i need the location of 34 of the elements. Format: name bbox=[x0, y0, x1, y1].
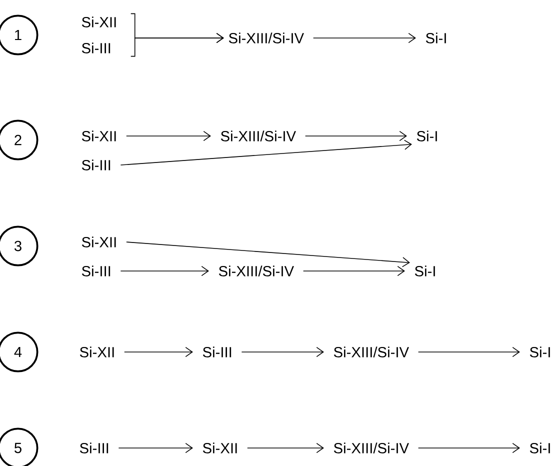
arrow bbox=[418, 346, 520, 358]
phase-label: Si-III bbox=[82, 266, 110, 276]
arrow bbox=[312, 32, 416, 44]
phase-label: Si-III bbox=[202, 346, 232, 358]
phase-label: Si-XII bbox=[202, 442, 237, 454]
arrow bbox=[418, 442, 520, 454]
phase-label: Si-XIII/Si-IV bbox=[220, 130, 296, 142]
bracket-arrow bbox=[130, 32, 224, 57]
arrow bbox=[120, 266, 209, 276]
arrow bbox=[246, 442, 324, 454]
phase-label: Si-I bbox=[426, 32, 446, 44]
phase-label: Si-I bbox=[416, 130, 437, 142]
arrow bbox=[126, 242, 410, 268]
arrow bbox=[126, 130, 211, 142]
arrow bbox=[241, 346, 324, 358]
arrow bbox=[304, 130, 407, 142]
phase-label: Si-XIII/Si-IV bbox=[334, 442, 409, 454]
phase-label: Si-XII bbox=[80, 346, 114, 358]
phase-label: Si-I bbox=[530, 442, 550, 454]
phase-label: Si-XII bbox=[82, 16, 116, 28]
phase-label: Si-XII bbox=[82, 236, 116, 248]
arrow bbox=[124, 346, 193, 358]
phase-label: Si-XII bbox=[82, 130, 116, 142]
phase-label: Si-XIII/Si-IV bbox=[218, 266, 294, 276]
phase-label: Si-III bbox=[82, 160, 110, 170]
arrow bbox=[302, 266, 405, 276]
phase-label: Si-I bbox=[414, 266, 435, 276]
arrow bbox=[120, 140, 412, 166]
phase-label: Si-I bbox=[530, 346, 550, 358]
phase-label: Si-XIII/Si-IV bbox=[334, 346, 409, 358]
phase-label: Si-III bbox=[80, 442, 108, 454]
phase-label: Si-XIII/Si-IV bbox=[228, 32, 304, 44]
arrow bbox=[118, 442, 193, 454]
phase-label: Si-III bbox=[82, 42, 110, 54]
